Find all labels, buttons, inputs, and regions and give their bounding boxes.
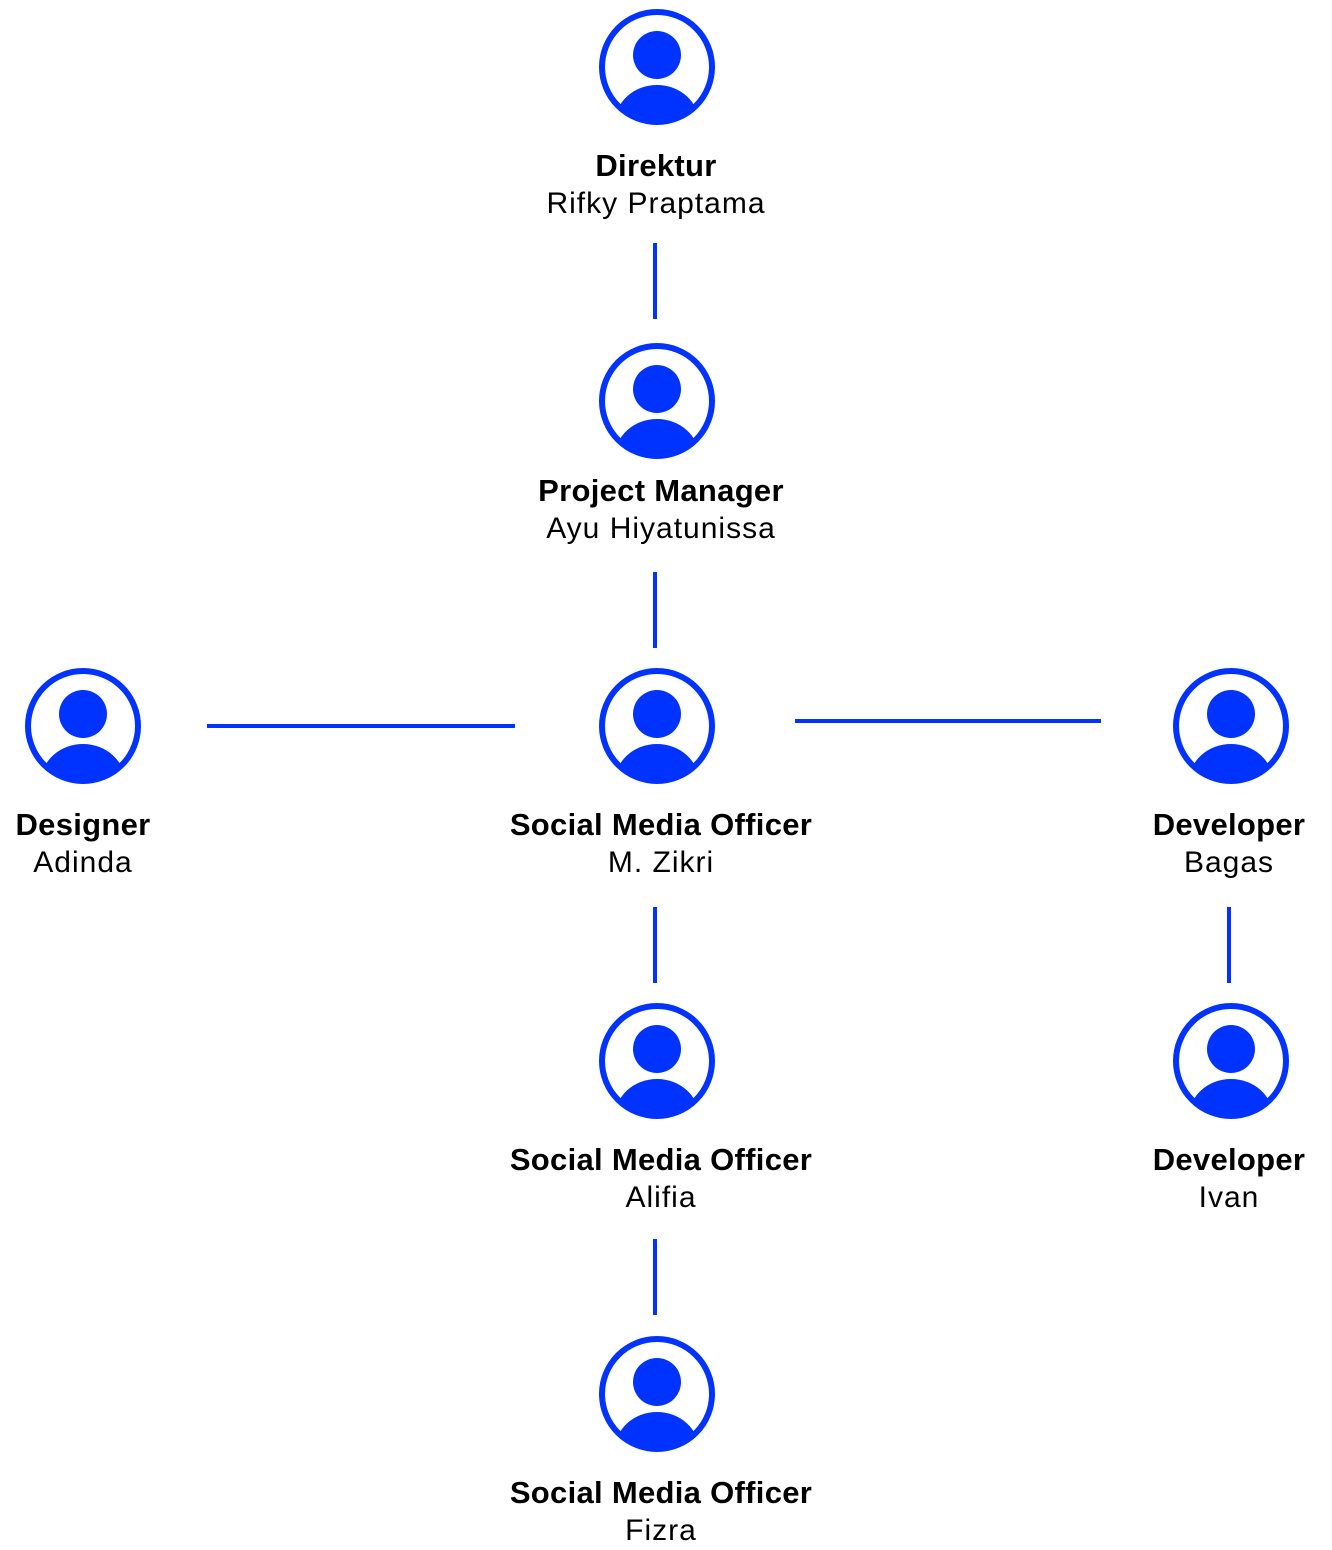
user-avatar-icon [599,1003,715,1119]
node-label: Social Media Officer Alifia [451,1141,871,1217]
node-label: Direktur Rifky Praptama [446,147,866,223]
user-avatar-icon [1173,668,1289,784]
role-title: Social Media Officer [509,1142,813,1177]
role-title: Project Manager [538,473,784,508]
person-name: M. Zikri [607,846,715,879]
connector-smo-zikri-developer-bagas [795,719,1101,723]
node-label: Social Media Officer M. Zikri [451,806,871,882]
person-name: Bagas [1183,846,1275,879]
role-title: Designer [15,807,151,842]
connector-pm-smo-zikri [653,572,657,648]
user-avatar-icon [599,668,715,784]
node-label: Designer Adinda [0,806,293,882]
node-label: Developer Bagas [1019,806,1332,882]
node-label: Developer Ivan [1019,1141,1332,1217]
node-label: Social Media Officer Fizra [451,1474,871,1550]
role-title: Direktur [595,148,717,183]
user-avatar-icon [25,668,141,784]
role-title: Social Media Officer [509,807,813,842]
person-name: Rifky Praptama [546,187,766,220]
node-label: Project Manager Ayu Hiyatunissa [451,472,871,548]
role-title: Developer [1152,807,1306,842]
connector-smo-zikri-smo-alifia [653,907,657,983]
person-name: Alifia [625,1181,697,1214]
person-name: Ayu Hiyatunissa [546,512,776,545]
user-avatar-icon [1173,1003,1289,1119]
user-avatar-icon [599,9,715,125]
user-avatar-icon [599,1336,715,1452]
connector-smo-alifia-smo-fizra [653,1239,657,1315]
user-avatar-icon [599,343,715,459]
person-name: Ivan [1198,1181,1260,1214]
person-name: Adinda [33,846,133,879]
connector-designer-smo-zikri [207,724,515,728]
connector-bagas-ivan [1227,907,1231,983]
connector-direktur-pm [653,243,657,319]
role-title: Developer [1152,1142,1306,1177]
role-title: Social Media Officer [509,1475,813,1510]
person-name: Fizra [625,1514,697,1547]
